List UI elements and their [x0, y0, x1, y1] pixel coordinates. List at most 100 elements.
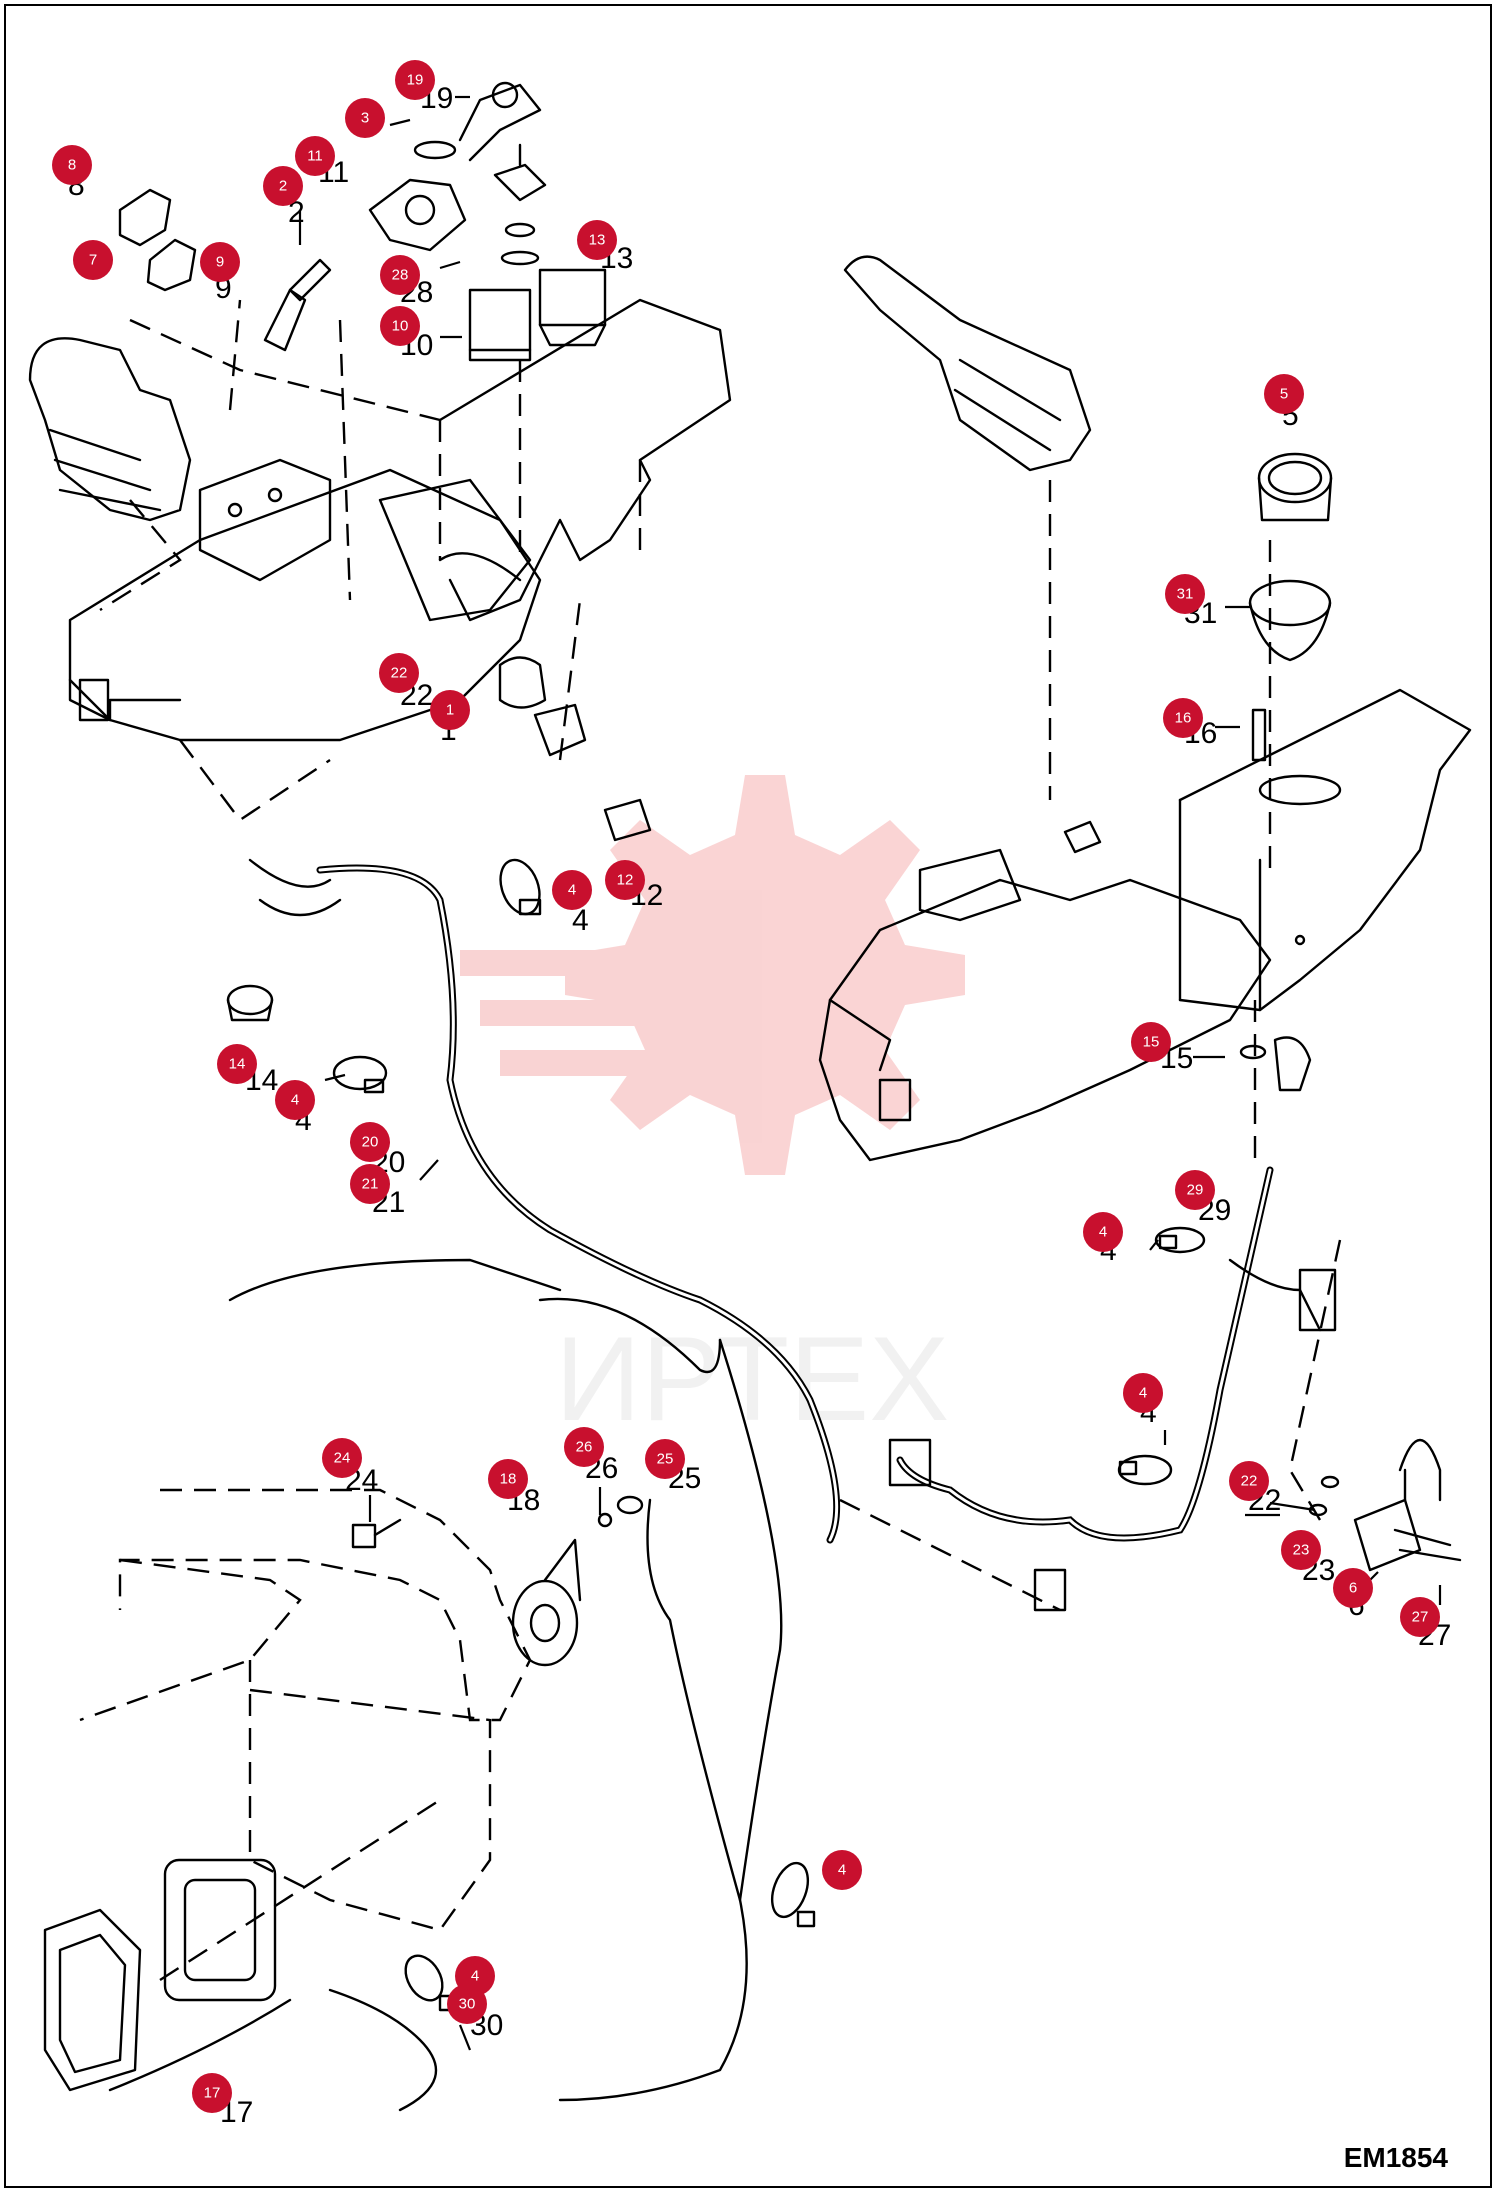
svg-text:4: 4 [568, 882, 576, 899]
svg-text:27: 27 [1412, 1609, 1429, 1626]
callout-badge[interactable]: 2 [263, 166, 303, 206]
callout-badge[interactable]: 4 [1123, 1373, 1163, 1413]
callout-badge[interactable]: 5 [1264, 374, 1304, 414]
cable-tie [1117, 1454, 1173, 1486]
svg-text:19: 19 [407, 72, 424, 89]
svg-text:23: 23 [1293, 1542, 1310, 1559]
callout-badge[interactable]: 20 [350, 1122, 390, 1162]
svg-text:5: 5 [1280, 386, 1288, 403]
guide-line [558, 599, 582, 761]
callout-badge[interactable]: 24 [322, 1438, 362, 1478]
callout-badge[interactable]: 22 [379, 653, 419, 693]
callout-badge[interactable]: 26 [564, 1427, 604, 1467]
svg-text:15: 15 [1143, 1034, 1160, 1051]
cable-tie [770, 1861, 816, 1928]
svg-text:9: 9 [216, 254, 224, 271]
callout-badge[interactable]: 4 [1083, 1212, 1123, 1252]
svg-text:4: 4 [291, 1092, 299, 1109]
callout-badge[interactable]: 23 [1281, 1530, 1321, 1570]
svg-text:1: 1 [446, 702, 454, 719]
callout-badge[interactable]: 14 [217, 1044, 257, 1084]
callout-badge[interactable]: 27 [1400, 1597, 1440, 1637]
cable-tie [1154, 1226, 1206, 1254]
part-number-label: 4 [572, 904, 589, 937]
svg-text:3: 3 [361, 110, 369, 127]
diagram-code: EM1854 [1343, 2142, 1448, 2173]
svg-text:22: 22 [391, 665, 408, 682]
guide-line [129, 318, 441, 422]
svg-text:7: 7 [89, 252, 97, 269]
svg-text:13: 13 [589, 232, 606, 249]
svg-text:21: 21 [362, 1176, 379, 1193]
callout-badge[interactable]: 16 [1163, 698, 1203, 738]
callout-badge[interactable]: 12 [605, 860, 645, 900]
callout-badge[interactable]: 19 [395, 60, 435, 100]
right-sub-harness [888, 1166, 1337, 1612]
svg-text:28: 28 [392, 267, 409, 284]
callout-badge[interactable]: 18 [488, 1459, 528, 1499]
callout-badge[interactable]: 10 [380, 306, 420, 346]
svg-text:26: 26 [576, 1439, 593, 1456]
svg-text:8: 8 [68, 157, 76, 174]
svg-text:25: 25 [657, 1451, 674, 1468]
svg-text:2: 2 [279, 178, 287, 195]
svg-text:6: 6 [1349, 1580, 1357, 1597]
grommet [226, 984, 274, 1022]
callout-badge[interactable]: 17 [192, 2073, 232, 2113]
guide-line [179, 739, 331, 822]
callout-badge[interactable]: 31 [1165, 574, 1205, 614]
callout-badge[interactable]: 4 [275, 1080, 315, 1120]
svg-text:16: 16 [1175, 710, 1192, 727]
watermark-logo: ИРТЕХ [460, 775, 965, 1446]
svg-text:4: 4 [838, 1862, 846, 1879]
guide-line [1288, 1239, 1342, 1521]
svg-text:4: 4 [1099, 1224, 1107, 1241]
svg-text:24: 24 [334, 1450, 351, 1467]
lamp-base-bracket [108, 1998, 292, 2092]
svg-text:31: 31 [1177, 586, 1194, 603]
callout-badge[interactable]: 9 [200, 242, 240, 282]
guide-line [338, 319, 352, 601]
callout-badge[interactable]: 15 [1131, 1022, 1171, 1062]
leader-lines [248, 95, 1442, 2051]
guide-line [839, 1498, 1061, 1612]
svg-text:20: 20 [362, 1134, 379, 1151]
callout-badge[interactable]: 21 [350, 1164, 390, 1204]
cable-tie [499, 858, 542, 916]
svg-text:10: 10 [392, 318, 409, 335]
callout-badge[interactable]: 4 [552, 870, 592, 910]
callout-badge[interactable]: 4 [822, 1850, 862, 1890]
lower-mount-assembly [43, 1488, 644, 2092]
svg-text:29: 29 [1187, 1182, 1204, 1199]
relay-bracket [1308, 1438, 1462, 1572]
svg-text:22: 22 [1241, 1473, 1258, 1490]
svg-text:11: 11 [307, 148, 323, 165]
callout-badge[interactable]: 29 [1175, 1170, 1215, 1210]
svg-text:14: 14 [229, 1056, 246, 1073]
left-console-assembly [28, 81, 732, 842]
svg-text:4: 4 [471, 1968, 479, 1985]
svg-text:17: 17 [204, 2085, 221, 2102]
callout-badge[interactable]: 30 [447, 1984, 487, 2024]
callout-badge[interactable]: 8 [52, 145, 92, 185]
callout-badge[interactable]: 3 [345, 98, 385, 138]
guide-line [228, 299, 242, 411]
svg-text:18: 18 [500, 1471, 517, 1488]
callout-badge[interactable]: 13 [577, 220, 617, 260]
callout-badge[interactable]: 11 [295, 136, 335, 176]
guide-line [159, 1798, 441, 1982]
callout-badge[interactable]: 1 [430, 690, 470, 730]
main-harness [228, 858, 841, 2112]
svg-text:12: 12 [617, 872, 634, 889]
svg-text:30: 30 [459, 1996, 476, 2013]
svg-text:4: 4 [1139, 1385, 1147, 1402]
right-console-assembly [818, 255, 1472, 1162]
callout-badge[interactable]: 25 [645, 1439, 685, 1479]
callout-badge[interactable]: 22 [1229, 1461, 1269, 1501]
callout-badge[interactable]: 7 [73, 240, 113, 280]
cable-tie [332, 1055, 388, 1094]
callout-badge[interactable]: 6 [1333, 1568, 1373, 1608]
guide-line [99, 499, 182, 612]
callout-badge[interactable]: 28 [380, 255, 420, 295]
